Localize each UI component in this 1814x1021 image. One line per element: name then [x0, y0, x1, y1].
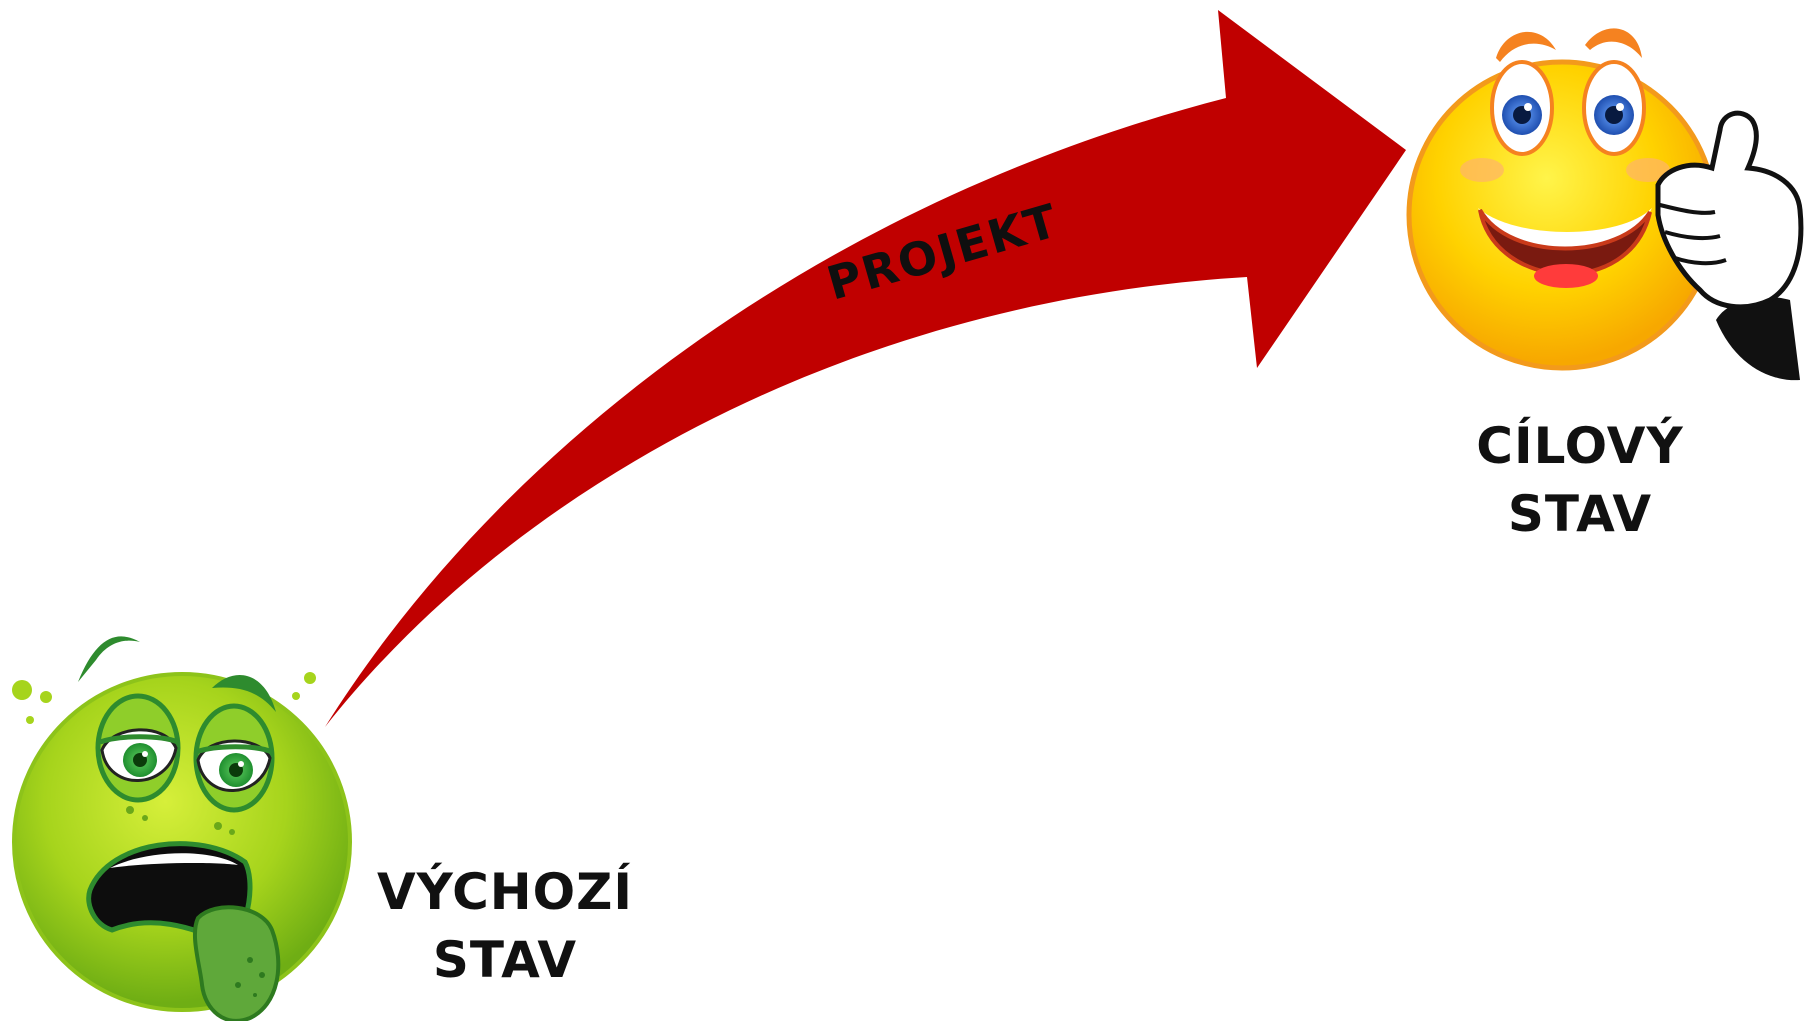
target-state-line2: STAV	[1507, 485, 1653, 543]
arrow-body	[325, 10, 1406, 727]
project-arrow: PROJEKT	[325, 10, 1406, 727]
start-state-label: VÝCHOZÍ STAV	[360, 858, 650, 994]
target-state-label: CÍLOVÝ STAV	[1430, 412, 1730, 548]
target-state-line1: CÍLOVÝ	[1476, 417, 1684, 475]
happy-thumbs-up-face-icon	[1406, 28, 1804, 381]
start-state-line1: VÝCHOZÍ	[376, 863, 634, 921]
start-state-line2: STAV	[432, 931, 578, 989]
sick-face-icon	[12, 636, 352, 1021]
